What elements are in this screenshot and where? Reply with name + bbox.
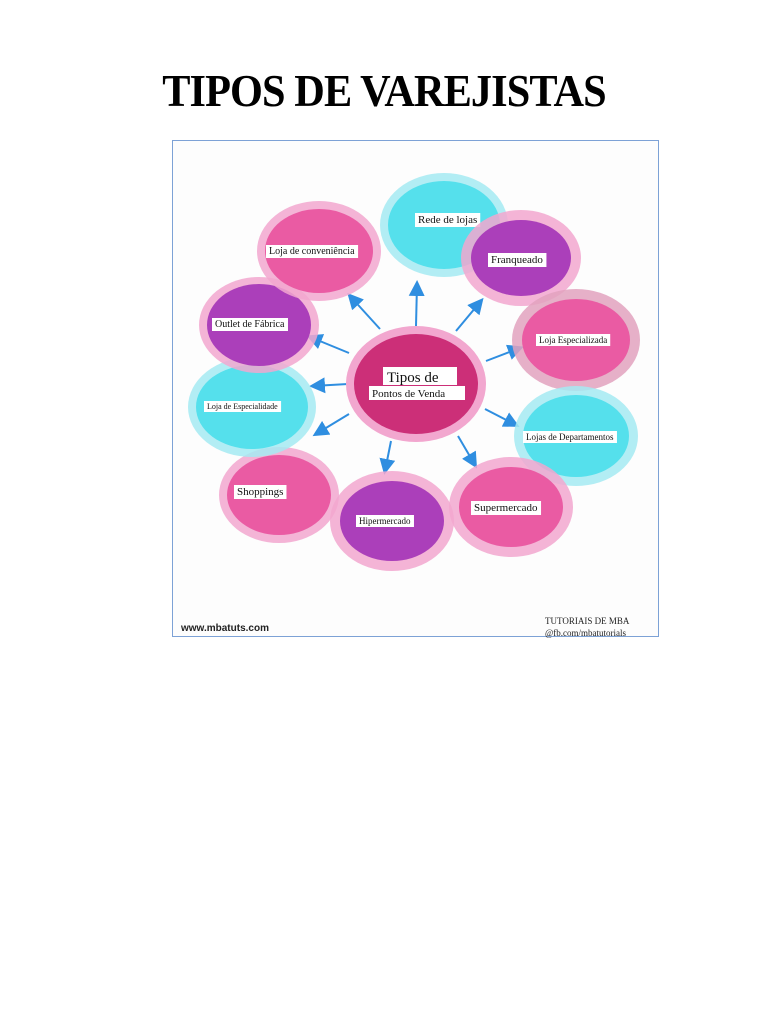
social-label: @fb.com/mbatutorials [545, 628, 627, 638]
node-loja-especializada: Loja Especializada [512, 289, 640, 391]
node-label: Outlet de Fábrica [215, 319, 285, 330]
node-label: Hipermercado [359, 516, 411, 526]
node-label-box [523, 431, 617, 443]
node-franqueado: Franqueado [461, 210, 581, 306]
node-loja-de-especialidade: Loja de Especialidade [188, 357, 316, 457]
node-label: Loja Especializada [539, 335, 607, 345]
node-label: Loja de conveniência [269, 246, 355, 257]
center-label-box-2 [369, 386, 465, 400]
node-label-box [356, 515, 414, 527]
arrow-hipermercado [379, 440, 396, 475]
node-label-box [234, 485, 287, 499]
node-hipermercado: Hipermercado [330, 471, 454, 571]
node-lojas-de-departamentos: Lojas de Departamentos [514, 386, 638, 486]
center-label-line1: Tipos de [387, 370, 439, 386]
arrow-lojas-de-departamentos [484, 408, 520, 427]
footer-credits: TUTORIAIS DE MBA @fb.com/mbatutorials [545, 615, 629, 639]
node-label-box [488, 253, 547, 267]
arrow-supermercado [457, 435, 478, 469]
website-label: www.mbatuts.com [181, 623, 269, 634]
brand-label: TUTORIAIS DE MBA [545, 616, 630, 626]
center-label-box [383, 367, 457, 385]
node-shoppings: Shoppings [219, 447, 339, 543]
node-loja-de-conveniencia: Loja de conveniência [257, 201, 381, 301]
arrow-franqueado [455, 297, 484, 332]
center-node: Tipos de Pontos de Venda [346, 326, 486, 442]
node-outlet-de-fabrica: Outlet de Fábrica [199, 277, 319, 373]
node-label-box [266, 245, 359, 258]
arrow-loja-de-conveniencia [347, 293, 381, 330]
arrows-group [306, 280, 524, 475]
arrow-loja-de-especialidade [309, 377, 349, 394]
arrow-rede-de-lojas [408, 280, 425, 327]
arrow-outlet-de-fabrica [306, 334, 350, 354]
node-label-box [536, 334, 611, 346]
node-label-box [212, 318, 288, 331]
arrow-shoppings [312, 413, 350, 437]
node-label: Loja de Especialidade [207, 402, 278, 411]
node-label: Rede de lojas [418, 214, 477, 226]
node-label-box [415, 213, 481, 227]
node-label-box [204, 401, 282, 412]
node-label: Shoppings [237, 486, 283, 498]
page-title: TIPOS DE VAREJISTAS [162, 65, 606, 116]
node-label-box [471, 501, 542, 515]
node-label: Supermercado [474, 502, 538, 514]
node-supermercado: Supermercado [449, 457, 573, 557]
node-label: Lojas de Departamentos [526, 432, 614, 442]
node-label: Franqueado [491, 254, 543, 266]
center-label-line2: Pontos de Venda [372, 388, 445, 400]
